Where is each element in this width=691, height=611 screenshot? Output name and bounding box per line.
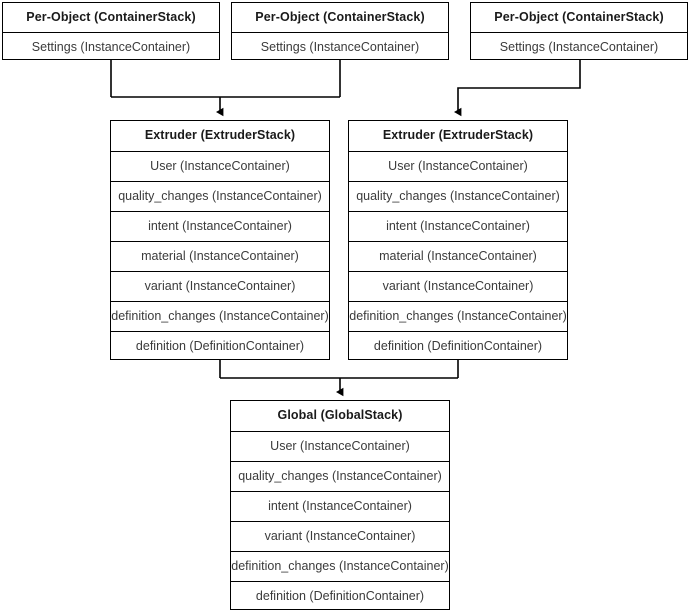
- node-row-definition: definition (DefinitionContainer): [111, 331, 329, 361]
- node-per-object-1[interactable]: Per-Object (ContainerStack) Settings (In…: [2, 2, 220, 60]
- node-header: Global (GlobalStack): [277, 408, 403, 422]
- node-row-intent: intent (InstanceContainer): [231, 491, 449, 521]
- node-row-definition-changes: definition_changes (InstanceContainer): [231, 551, 449, 581]
- node-global[interactable]: Global (GlobalStack) User (InstanceConta…: [230, 400, 450, 610]
- node-row-intent: intent (InstanceContainer): [349, 211, 567, 241]
- node-row-definition: definition (DefinitionContainer): [349, 331, 567, 361]
- node-row-user: User (InstanceContainer): [111, 151, 329, 181]
- node-per-object-3[interactable]: Per-Object (ContainerStack) Settings (In…: [470, 2, 688, 60]
- node-row-material: material (InstanceContainer): [111, 241, 329, 271]
- node-row-definition-changes: definition_changes (InstanceContainer): [111, 301, 329, 331]
- node-row-material: material (InstanceContainer): [349, 241, 567, 271]
- node-row-variant: variant (InstanceContainer): [111, 271, 329, 301]
- node-row-intent: intent (InstanceContainer): [111, 211, 329, 241]
- node-row-user: User (InstanceContainer): [231, 431, 449, 461]
- node-row-settings: Settings (InstanceContainer): [3, 32, 219, 61]
- node-header: Extruder (ExtruderStack): [382, 128, 534, 142]
- node-row-settings: Settings (InstanceContainer): [471, 32, 687, 61]
- node-header: Per-Object (ContainerStack): [494, 10, 664, 24]
- node-row-quality-changes: quality_changes (InstanceContainer): [349, 181, 567, 211]
- node-header: Per-Object (ContainerStack): [26, 10, 196, 24]
- node-row-quality-changes: quality_changes (InstanceContainer): [111, 181, 329, 211]
- node-row-user: User (InstanceContainer): [349, 151, 567, 181]
- node-header: Per-Object (ContainerStack): [255, 10, 425, 24]
- node-extruder-1[interactable]: Extruder (ExtruderStack) User (InstanceC…: [110, 120, 330, 360]
- node-per-object-2[interactable]: Per-Object (ContainerStack) Settings (In…: [231, 2, 449, 60]
- node-row-definition: definition (DefinitionContainer): [231, 581, 449, 611]
- edge-perobject3-to-extruder2: [454, 60, 581, 117]
- node-row-quality-changes: quality_changes (InstanceContainer): [231, 461, 449, 491]
- node-row-definition-changes: definition_changes (InstanceContainer): [349, 301, 567, 331]
- node-row-variant: variant (InstanceContainer): [349, 271, 567, 301]
- node-row-variant: variant (InstanceContainer): [231, 521, 449, 551]
- node-header: Extruder (ExtruderStack): [144, 128, 296, 142]
- node-extruder-2[interactable]: Extruder (ExtruderStack) User (InstanceC…: [348, 120, 568, 360]
- node-row-settings: Settings (InstanceContainer): [232, 32, 448, 61]
